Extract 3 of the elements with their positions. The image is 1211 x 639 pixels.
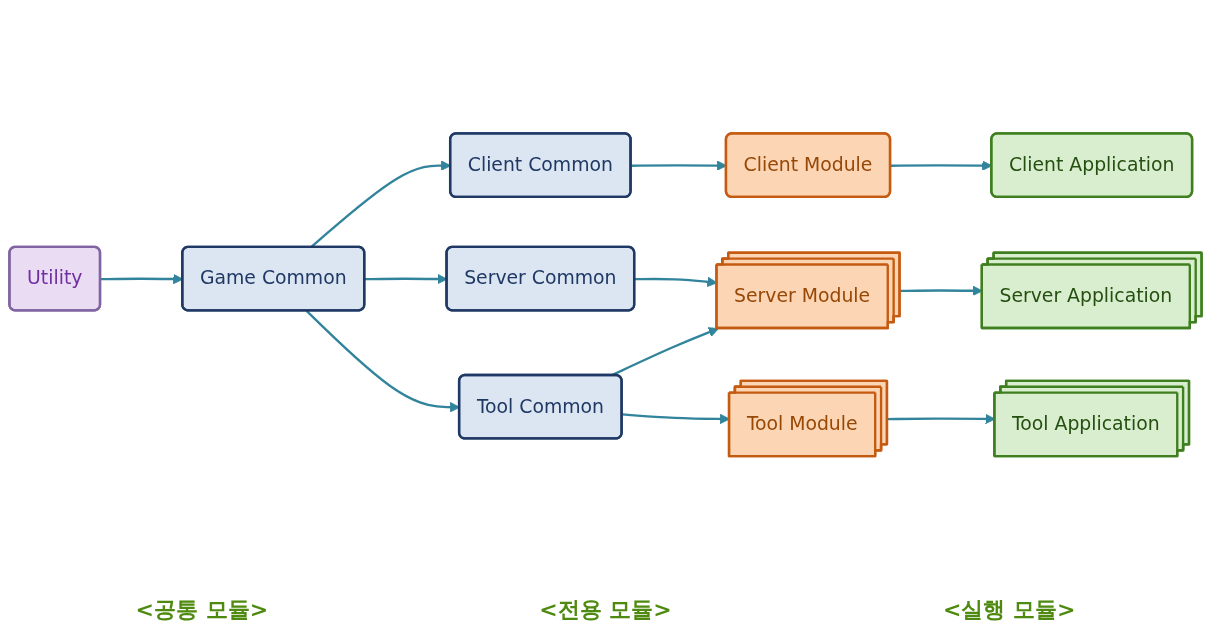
column-label: <실행 모듈> [942, 596, 1076, 624]
column-label: <공통 모듈> [135, 596, 269, 624]
column-label: <전용 모듈> [539, 596, 672, 624]
